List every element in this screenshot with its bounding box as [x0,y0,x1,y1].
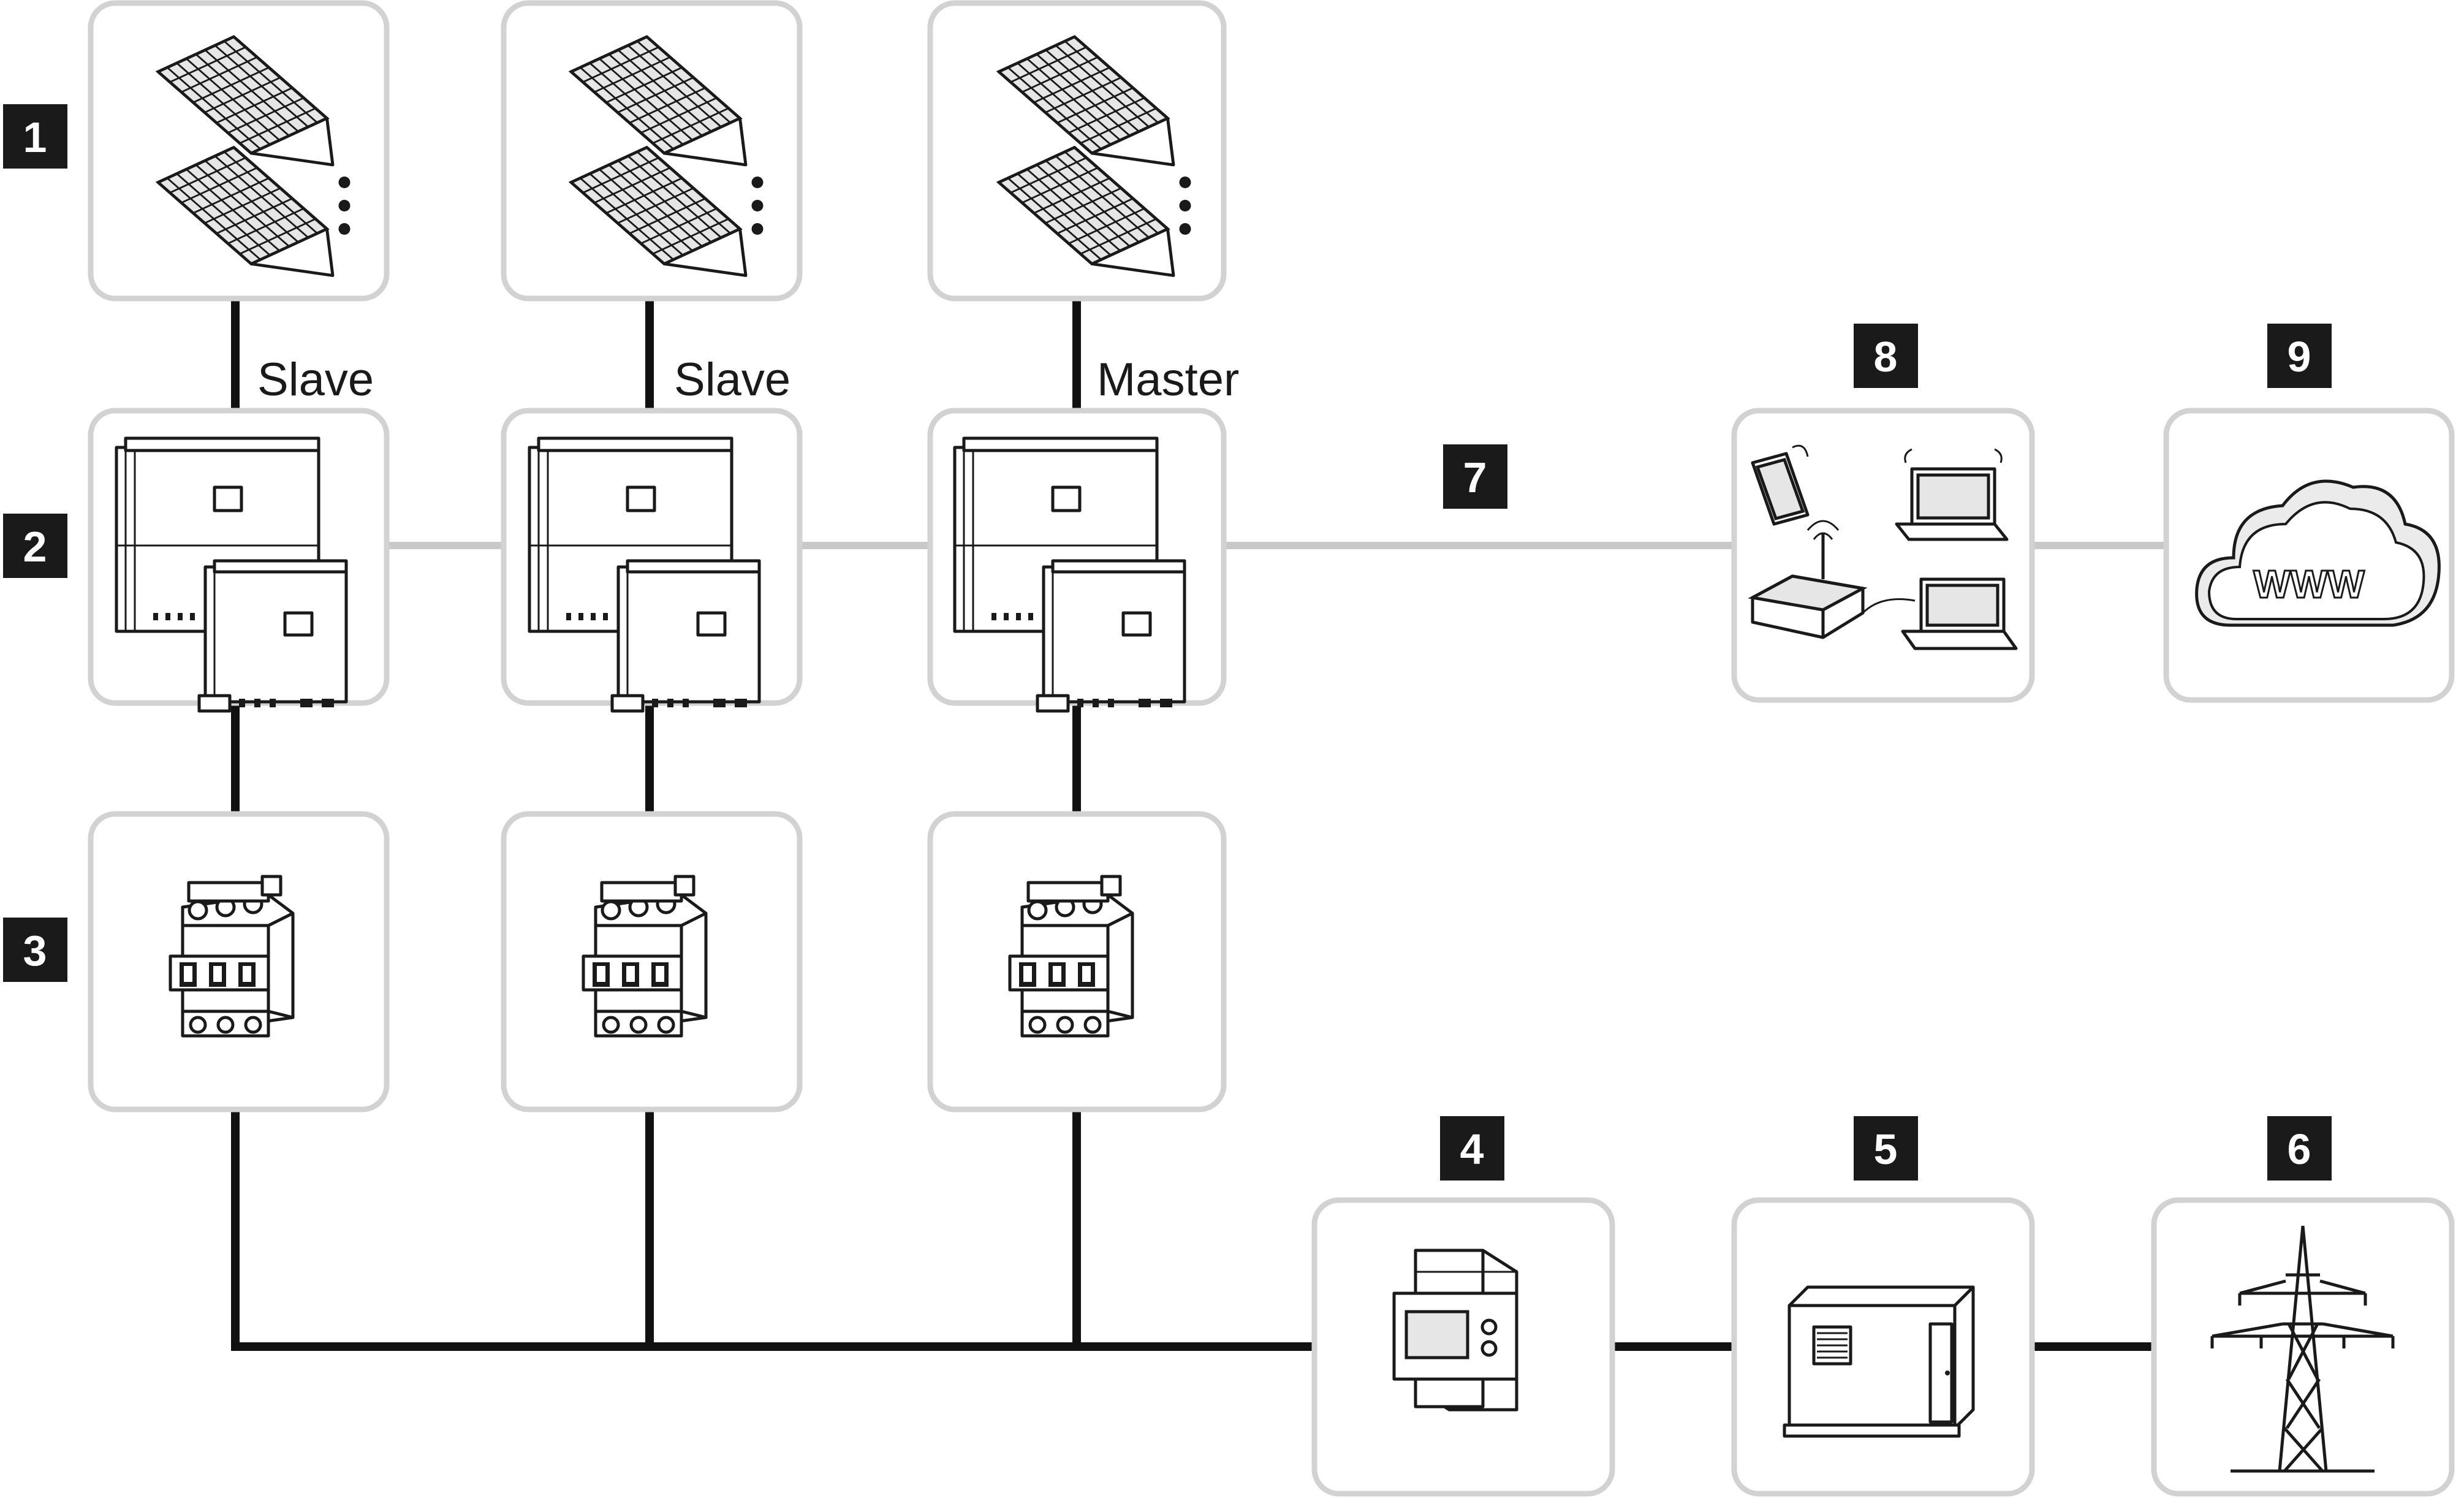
pv-generator-2 [501,0,803,302]
breaker-1 [88,811,390,1112]
role-label-master: Master [1097,354,1239,406]
badge-2-number: 2 [23,523,47,571]
badge-1-number: 1 [23,113,47,161]
badge-5: 5 [1854,1116,1918,1181]
badge-7: 7 [1443,444,1507,509]
transformer-station [1731,1197,2035,1497]
badge-8: 8 [1854,324,1918,388]
badge-3: 3 [3,918,67,982]
transformer-station-icon [1783,1285,1975,1438]
power-pylon-icon [2210,1225,2395,1473]
badge-7-number: 7 [1463,454,1487,501]
badge-4-number: 4 [1460,1125,1484,1173]
public-grid [2151,1197,2455,1497]
role-label-slave-2: Slave [674,354,790,406]
energy-meter [1311,1197,1615,1497]
pv-generator-3 [927,0,1227,302]
breaker-2 [501,811,803,1112]
router-devices-icon [1748,444,2018,650]
energy-meter-icon [1392,1249,1518,1412]
circuit-breaker-icon [583,876,706,1036]
badge-2: 2 [3,514,67,578]
pv-generator-1 [88,0,390,302]
home-network [1731,408,2035,703]
badge-6: 6 [2267,1116,2332,1181]
badge-3-number: 3 [23,927,47,975]
cloud-icon: WWW [2195,479,2441,627]
role-label-slave-1: Slave [257,354,374,406]
circuit-breaker-icon [170,876,293,1036]
circuit-breaker-icon [1010,876,1132,1036]
badge-9-number: 9 [2288,333,2311,381]
breaker-3 [927,811,1227,1112]
badge-6-number: 6 [2288,1125,2311,1173]
badge-4: 4 [1440,1116,1504,1181]
internet: WWW [2163,408,2455,703]
badge-5-number: 5 [1874,1125,1898,1173]
badge-1: 1 [3,104,67,169]
inverter-master [927,408,1227,711]
inverter-slave-1 [88,408,390,711]
ac-wiring [231,294,2158,1351]
badge-9: 9 [2267,324,2332,388]
inverter-slave-2 [501,408,803,711]
badge-8-number: 8 [1874,333,1898,381]
cloud-label: WWW [2253,562,2365,606]
